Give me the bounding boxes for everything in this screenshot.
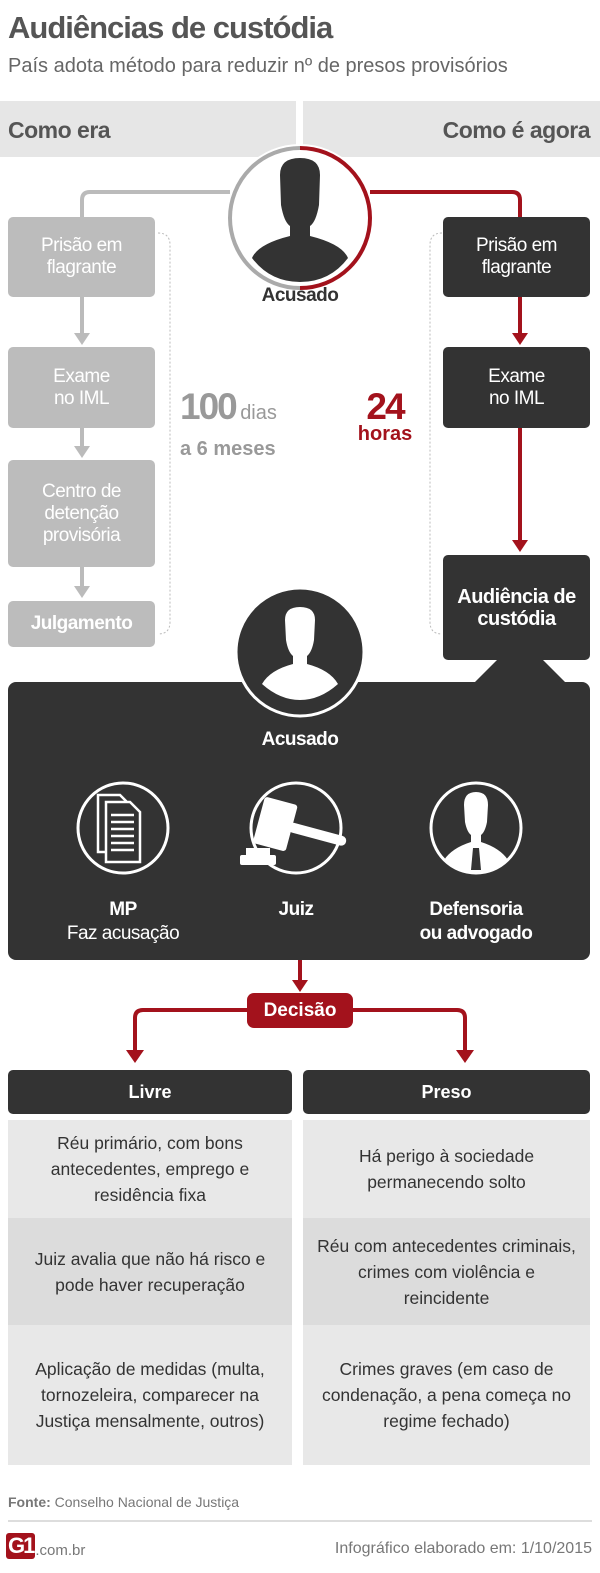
page-subtitle: País adota método para reduzir nº de pre…: [8, 55, 508, 77]
bracket-before: [157, 232, 171, 635]
documents-icon: [76, 781, 170, 875]
decision-badge: Decisão: [247, 993, 353, 1028]
free-row-3: Aplicação de medidas (multa, tornozeleir…: [8, 1325, 292, 1465]
accused-hearing-avatar: [234, 586, 366, 718]
before-step-4: Julgamento: [8, 601, 155, 647]
arrows-now: [512, 297, 528, 552]
decision-connectors: [133, 960, 467, 1052]
jailed-row-1: Há perigo à sociedade permanecendo solto: [303, 1120, 590, 1218]
free-row-1: Réu primário, com bons antecedentes, emp…: [8, 1120, 292, 1218]
source-text: Conselho Nacional de Justiça: [54, 1494, 240, 1510]
source-label: Fonte:: [8, 1494, 51, 1510]
bracket-now: [429, 232, 443, 635]
free-header: Livre: [8, 1070, 292, 1114]
before-duration: 100 dias a 6 meses: [180, 388, 277, 468]
accused-top-label: Acusado: [261, 285, 339, 306]
arrows-before: [74, 297, 90, 598]
accused-hearing-label: Acusado: [261, 729, 339, 750]
now-duration-unit: horas: [357, 423, 413, 445]
now-step-3: Audiência de custódia: [443, 555, 590, 660]
jailed-row-3: Crimes graves (em caso de condenação, a …: [303, 1325, 590, 1465]
column-header-now: Como é agora: [303, 101, 600, 157]
participant-judge: Juiz: [278, 899, 314, 920]
now-step-2: Exame no IML: [443, 347, 590, 428]
gavel-icon: [240, 781, 347, 875]
before-duration-range: a 6 meses: [180, 438, 276, 460]
jailed-header: Preso: [303, 1070, 590, 1114]
page-title: Audiências de custódia: [8, 10, 333, 45]
before-duration-unit: dias: [240, 402, 277, 424]
jailed-row-2: Réu com antecedentes criminais, crimes c…: [303, 1218, 590, 1325]
now-duration: 24 horas: [350, 386, 420, 445]
hearing-panel: [8, 682, 590, 960]
before-step-2: Exame no IML: [8, 347, 155, 428]
connector-before: [80, 190, 230, 217]
hearing-pointer: [474, 659, 566, 683]
before-duration-number: 100: [180, 386, 238, 427]
before-step-3: Centro de detenção provisória: [8, 460, 155, 567]
participant-mp: MP Faz acusação: [43, 898, 203, 946]
accused-top-avatar: [226, 144, 374, 292]
lawyer-icon: [429, 781, 523, 875]
participant-defense-role: ou advogado: [419, 923, 533, 944]
before-step-1: Prisão em flagrante: [8, 217, 155, 297]
column-header-before: Como era: [0, 101, 296, 157]
participant-mp-role: Faz acusação: [66, 923, 180, 944]
free-row-2: Juiz avalia que não há risco e pode have…: [8, 1218, 292, 1325]
connector-now: [370, 190, 522, 217]
g1-logo: G1 .com.br: [6, 1533, 85, 1559]
credit-line: Infográfico elaborado em: 1/10/2015: [334, 1540, 592, 1557]
g1-logo-mark: G1: [6, 1533, 35, 1559]
now-duration-number: 24: [366, 386, 405, 427]
participant-mp-name: MP: [109, 899, 137, 920]
source-line: Fonte: Conselho Nacional de Justiça: [8, 1494, 239, 1510]
g1-domain: .com.br: [35, 1542, 86, 1559]
now-step-1: Prisão em flagrante: [443, 217, 590, 297]
participant-defense-name: Defensoria: [429, 899, 523, 920]
participant-defense: Defensoria ou advogado: [396, 898, 556, 946]
